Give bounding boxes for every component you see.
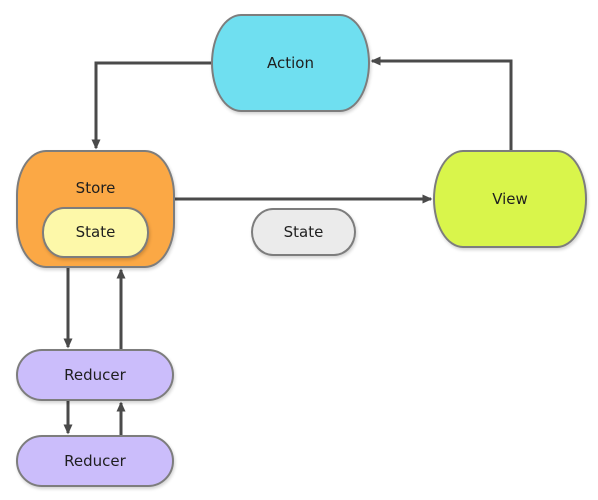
store-state-label: State xyxy=(75,223,116,241)
state-node: State xyxy=(251,208,356,256)
reducer-node-1: Reducer xyxy=(16,349,174,401)
action-node: Action xyxy=(211,14,370,112)
store-state-node: State xyxy=(42,207,149,258)
reducer-node-2: Reducer xyxy=(16,435,174,487)
view-node: View xyxy=(433,150,587,248)
reducer-label-1: Reducer xyxy=(64,365,126,384)
state-label: State xyxy=(283,222,324,241)
store-label: Store xyxy=(75,179,116,197)
action-label: Action xyxy=(267,53,314,72)
arrow-action-to-store xyxy=(91,61,211,150)
view-label: View xyxy=(492,189,528,208)
arrow-view-to-action xyxy=(370,56,513,150)
reducer-label-2: Reducer xyxy=(64,451,126,470)
